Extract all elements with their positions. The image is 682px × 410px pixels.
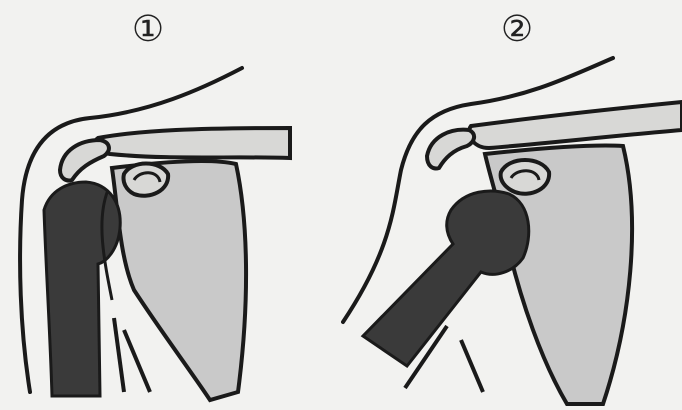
acromion-1 — [60, 140, 109, 181]
panel-2: ② — [341, 0, 682, 410]
scapula-1 — [112, 161, 246, 400]
chest-line-1b — [124, 330, 150, 392]
shoulder-diagram-1 — [0, 0, 341, 410]
coracoid-2 — [501, 160, 550, 194]
clavicle-2 — [469, 102, 682, 148]
acromion-2 — [427, 130, 474, 169]
coracoid-1 — [123, 164, 168, 196]
humerus-2 — [363, 191, 529, 366]
chest-line-2b — [461, 340, 483, 392]
chest-line-1 — [114, 318, 124, 392]
panel-1: ① — [0, 0, 341, 410]
clavicle-1 — [95, 128, 290, 158]
shoulder-diagram-2 — [341, 0, 682, 410]
